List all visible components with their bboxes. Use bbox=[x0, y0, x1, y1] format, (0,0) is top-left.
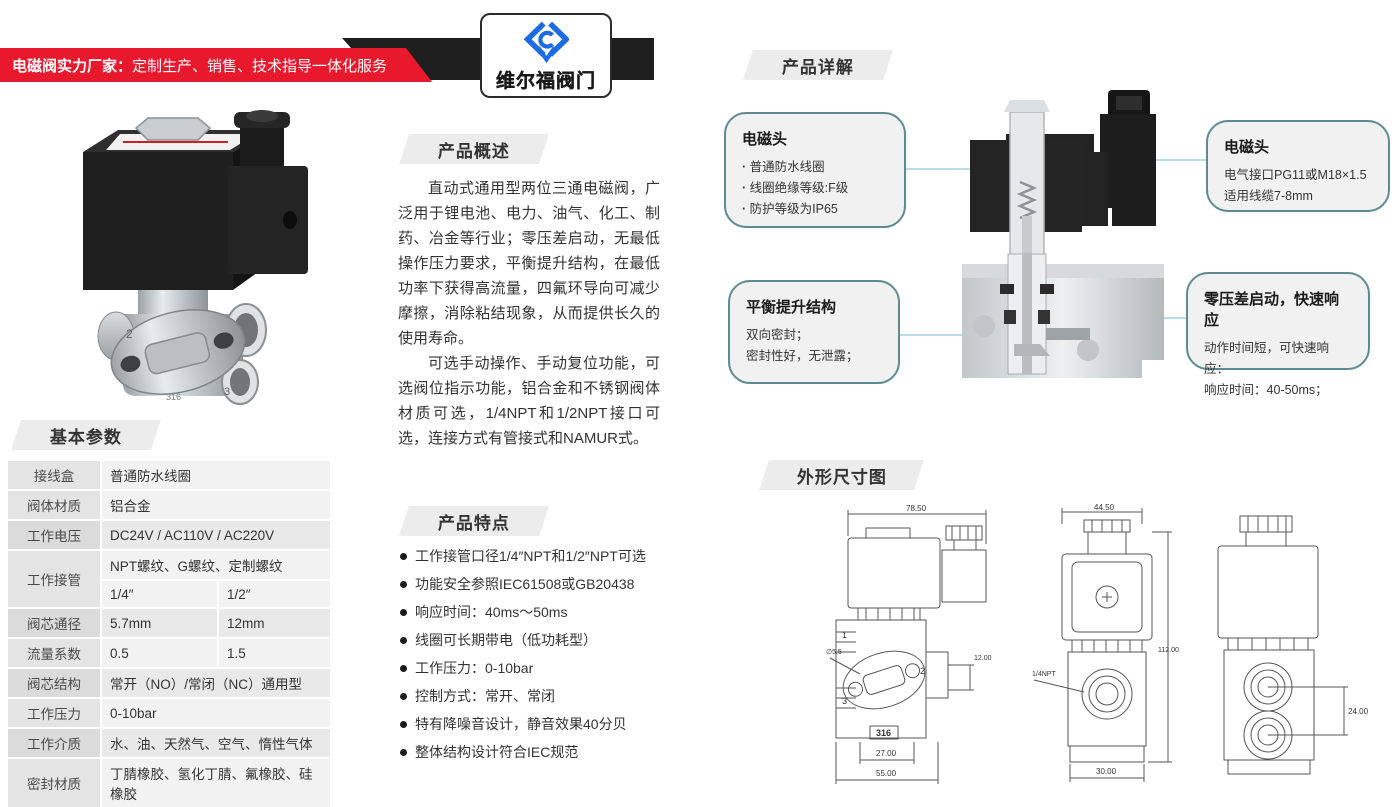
svg-text:3: 3 bbox=[842, 696, 847, 706]
callout-line bbox=[896, 334, 1008, 336]
svg-text:27.00: 27.00 bbox=[876, 749, 897, 758]
product-photo: 2 3 316 bbox=[83, 110, 308, 405]
list-item: 特有降噪音设计，静音效果40分贝 bbox=[398, 716, 666, 733]
svg-text:112.00: 112.00 bbox=[1158, 647, 1179, 654]
table-row: 密封材质 丁腈橡胶、氢化丁腈、氟橡胶、硅橡胶 bbox=[8, 759, 330, 807]
banner-text: 定制生产、销售、技术指导一体化服务 bbox=[132, 57, 388, 75]
bullet-icon bbox=[400, 609, 407, 616]
table-row: 阀体材质 铝合金 bbox=[8, 491, 330, 519]
cutaway-image bbox=[962, 90, 1164, 378]
param-label: 阀芯结构 bbox=[8, 669, 100, 697]
section-title-dimensions: 外形尺寸图 bbox=[759, 460, 924, 490]
list-item: 工作压力：0-10bar bbox=[398, 660, 666, 677]
table-row: 1/4″ 1/2″ bbox=[8, 581, 330, 607]
table-row: 阀芯结构 常开（NO）/常闭（NC）通用型 bbox=[8, 669, 330, 697]
param-value: 水、油、天然气、空气、惰性气体 bbox=[102, 729, 330, 757]
section-title-features: 产品特点 bbox=[399, 506, 549, 536]
param-label: 接线盒 bbox=[8, 461, 100, 489]
table-row: 工作介质 水、油、天然气、空气、惰性气体 bbox=[8, 729, 330, 757]
svg-text:12.00: 12.00 bbox=[974, 655, 992, 662]
callout-line bbox=[900, 168, 1004, 170]
param-label: 流量系数 bbox=[8, 639, 100, 667]
param-label: 工作电压 bbox=[8, 521, 100, 549]
svg-text:55.00: 55.00 bbox=[876, 769, 897, 778]
svg-text:44.50: 44.50 bbox=[1094, 503, 1115, 512]
table-row: 接线盒 普通防水线圈 bbox=[8, 461, 330, 489]
svg-text:2: 2 bbox=[126, 327, 133, 341]
list-item: 整体结构设计符合IEC规范 bbox=[398, 744, 666, 761]
param-value: 5.7mm bbox=[102, 609, 217, 637]
svg-text:1: 1 bbox=[842, 630, 847, 640]
bullet-icon bbox=[400, 637, 407, 644]
list-item: 控制方式：常开、常闭 bbox=[398, 688, 666, 705]
param-value: DC24V / AC110V / AC220V bbox=[102, 521, 330, 549]
svg-text:2: 2 bbox=[920, 666, 925, 676]
param-label: 密封材质 bbox=[8, 759, 100, 807]
overview-paragraph-2: 可选手动操作、手动复位功能，可选阀位指示功能，铝合金和不锈钢阀体材质可选，1/4… bbox=[398, 355, 660, 447]
param-value: NPT螺纹、G螺纹、定制螺纹 bbox=[102, 551, 330, 579]
svg-text:1/4NPT: 1/4NPT bbox=[1032, 671, 1056, 678]
overview-text: 直动式通用型两位三通电磁阀，广泛用于锂电池、电力、油气、化工、制药、冶金等行业；… bbox=[398, 176, 660, 451]
param-label: 阀芯通径 bbox=[8, 609, 100, 637]
param-value: 铝合金 bbox=[102, 491, 330, 519]
param-label: 阀体材质 bbox=[8, 491, 100, 519]
param-value: 普通防水线圈 bbox=[102, 461, 330, 489]
table-row: 工作接管 NPT螺纹、G螺纹、定制螺纹 bbox=[8, 551, 330, 607]
param-value: 常开（NO）/常闭（NC）通用型 bbox=[102, 669, 330, 697]
company-logo: 维尔福阀门 bbox=[480, 13, 612, 98]
table-row: 阀芯通径 5.7mm 12mm bbox=[8, 609, 330, 637]
bullet-icon bbox=[400, 553, 407, 560]
section-title-details: 产品详解 bbox=[743, 50, 893, 80]
param-label: 工作接管 bbox=[8, 551, 100, 607]
section-title-overview: 产品概述 bbox=[399, 134, 549, 164]
param-value: 12mm bbox=[219, 609, 330, 637]
banner-bold-text: 电磁阀实力厂家： bbox=[12, 57, 133, 75]
param-value: 0.5 bbox=[102, 639, 217, 667]
callout-zero-diff: 零压差启动，快速响应 动作时间短，可快速响应： 响应时间：40-50ms； bbox=[1186, 272, 1370, 397]
param-value: 1/2″ bbox=[219, 581, 330, 607]
callout-line bbox=[1146, 159, 1208, 161]
svg-text:∅5.5: ∅5.5 bbox=[826, 649, 842, 656]
list-item: 线圈可长期带电（低功耗型） bbox=[398, 632, 666, 649]
params-table: 接线盒 普通防水线圈 阀体材质 铝合金 工作电压 DC24V / AC110V … bbox=[6, 459, 332, 807]
param-value: 1.5 bbox=[219, 639, 330, 667]
header-banner: 电磁阀实力厂家：定制生产、销售、技术指导一体化服务 bbox=[0, 48, 432, 82]
svg-text:78.50: 78.50 bbox=[906, 504, 927, 513]
param-value: 0-10bar bbox=[102, 699, 330, 727]
list-item: 工作接管口径1/4″NPT和1/2″NPT可选 bbox=[398, 548, 666, 565]
bullet-icon bbox=[400, 693, 407, 700]
list-item: 功能安全参照IEC61508或GB20438 bbox=[398, 576, 666, 593]
dimension-drawing-front: 44.50 112.00 1/4NPT 30.00 bbox=[1032, 503, 1179, 782]
logo-text: 维尔福阀门 bbox=[495, 71, 596, 92]
svg-text:3: 3 bbox=[224, 386, 230, 398]
bullet-icon bbox=[400, 581, 407, 588]
callout-coil-left: 电磁头 普通防水线圈 线圈绝缘等级:F级 防护等级为IP65 bbox=[724, 112, 906, 228]
dimension-drawing-side: 78.50 12.00 27.00 55.00 ∅5.5 1 2 3 316 bbox=[826, 504, 992, 784]
overview-paragraph-1: 直动式通用型两位三通电磁阀，广泛用于锂电池、电力、油气、化工、制药、冶金等行业；… bbox=[398, 180, 660, 347]
svg-text:316: 316 bbox=[876, 728, 891, 738]
bullet-icon bbox=[400, 749, 407, 756]
features-list: 工作接管口径1/4″NPT和1/2″NPT可选 功能安全参照IEC61508或G… bbox=[398, 548, 666, 772]
param-value: 1/4″ bbox=[102, 581, 217, 607]
param-value: 丁腈橡胶、氢化丁腈、氟橡胶、硅橡胶 bbox=[102, 759, 330, 807]
dimension-drawing-back: 24.00 bbox=[1217, 515, 1369, 775]
table-row: 流量系数 0.5 1.5 bbox=[8, 639, 330, 667]
table-row: 工作压力 0-10bar bbox=[8, 699, 330, 727]
section-title-basic-params: 基本参数 bbox=[11, 420, 161, 450]
table-row: 工作电压 DC24V / AC110V / AC220V bbox=[8, 521, 330, 549]
svg-text:24.00: 24.00 bbox=[1348, 707, 1369, 716]
logo-icon bbox=[523, 21, 569, 64]
callout-balance: 平衡提升结构 双向密封； 密封性好，无泄露； bbox=[728, 280, 900, 384]
param-label: 工作介质 bbox=[8, 729, 100, 757]
svg-text:316: 316 bbox=[166, 392, 181, 402]
list-item: 响应时间：40ms～50ms bbox=[398, 604, 666, 621]
param-label: 工作压力 bbox=[8, 699, 100, 727]
bullet-icon bbox=[400, 721, 407, 728]
svg-text:30.00: 30.00 bbox=[1096, 767, 1117, 776]
bullet-icon bbox=[400, 665, 407, 672]
callout-coil-right: 电磁头 电气接口PG11或M18×1.5 适用线缆7-8mm bbox=[1206, 120, 1390, 212]
